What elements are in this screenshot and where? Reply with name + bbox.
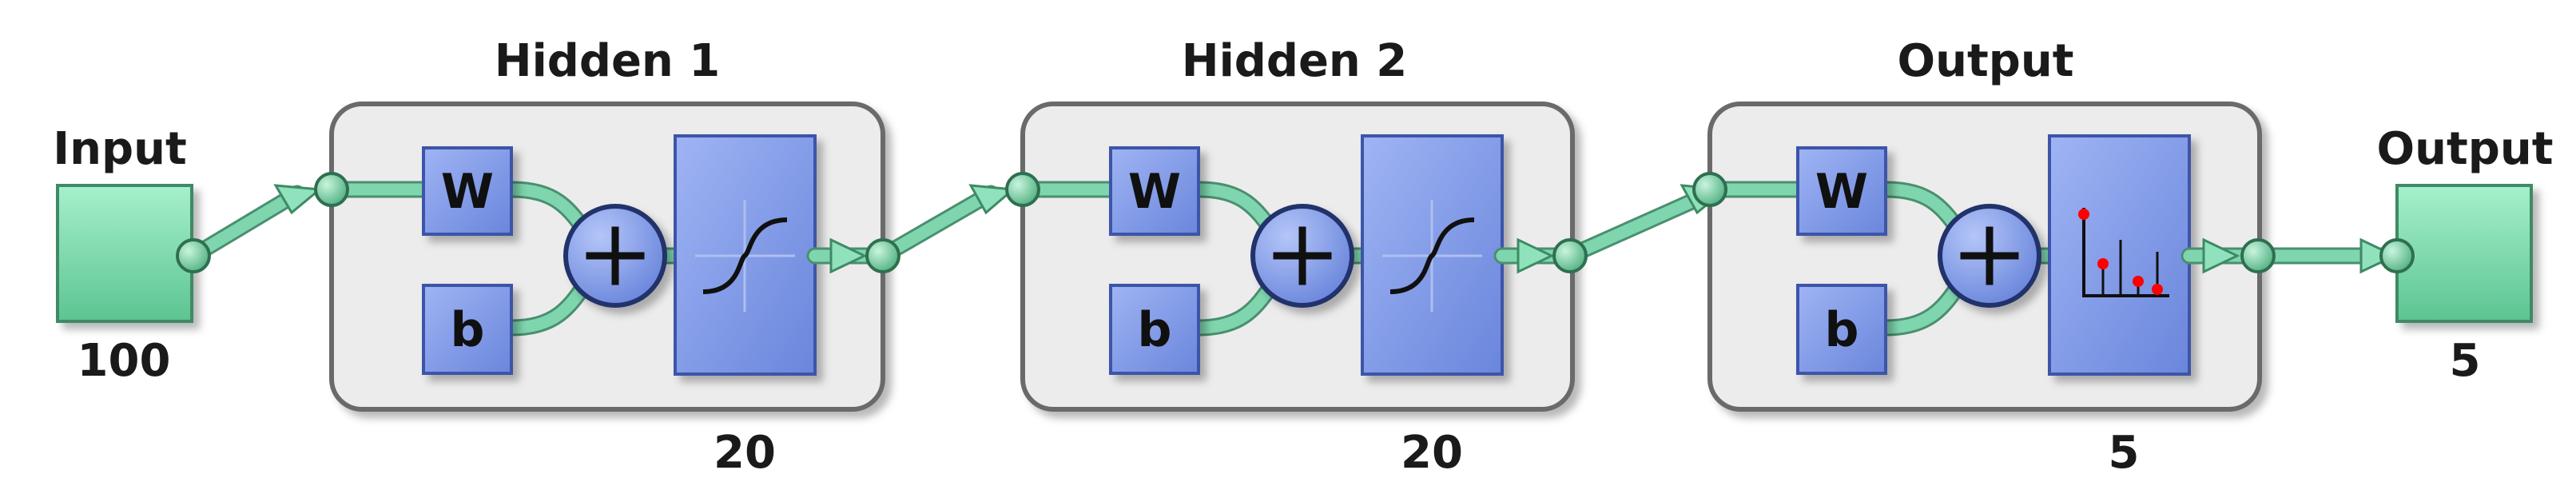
hidden1-in-node xyxy=(314,172,349,207)
arrow-icon xyxy=(1517,237,1555,274)
output-layer-bias-label: b xyxy=(1825,302,1859,358)
sigmoid-icon xyxy=(1361,134,1504,376)
arrow-icon xyxy=(829,237,868,274)
hidden1-title: Hidden 1 xyxy=(495,35,721,87)
input-box xyxy=(56,184,193,323)
output-box xyxy=(2395,184,2533,323)
wire-output-layer-to-output xyxy=(2180,237,2406,274)
hidden2-title: Hidden 2 xyxy=(1182,35,1408,87)
output-layer-size: 5 xyxy=(2109,427,2140,479)
output-layer-title: Output xyxy=(1898,35,2074,87)
arrow-icon xyxy=(968,184,1016,215)
sum-icon xyxy=(1938,204,2041,308)
sum-icon xyxy=(1250,204,1354,308)
hidden2-bias-block xyxy=(1109,284,1200,375)
hidden2-in-node xyxy=(1005,172,1040,207)
softmax-icon xyxy=(2048,134,2191,376)
hidden2-weight-block xyxy=(1109,146,1200,236)
arrow-icon xyxy=(2202,237,2240,274)
hidden1-weight-label: W xyxy=(441,164,494,220)
hidden1-bias-label: b xyxy=(451,302,485,358)
sigmoid-icon xyxy=(674,134,817,376)
hidden1-weight-block xyxy=(422,146,513,236)
input-title: Input xyxy=(53,123,186,175)
output-size: 5 xyxy=(2450,335,2481,387)
hidden1-size: 20 xyxy=(714,427,776,479)
output-layer-in-node xyxy=(1692,172,1727,207)
sum-icon xyxy=(563,204,667,308)
output-layer-out-node xyxy=(2240,238,2276,273)
hidden2-bias-label: b xyxy=(1138,302,1172,358)
arrow-icon xyxy=(2359,237,2398,274)
output-layer-weight-block xyxy=(1796,146,1887,236)
hidden1-bias-block xyxy=(422,284,513,375)
arrow-icon xyxy=(273,184,323,215)
input-node xyxy=(176,238,211,273)
output-layer-weight-label: W xyxy=(1815,164,1868,220)
hidden2-weight-label: W xyxy=(1128,164,1181,220)
output-node xyxy=(2379,238,2415,273)
hidden2-size: 20 xyxy=(1401,427,1463,479)
input-size: 100 xyxy=(78,335,171,387)
output-title: Output xyxy=(2377,123,2554,175)
hidden2-out-node xyxy=(1552,238,1588,273)
output-layer-bias-block xyxy=(1796,284,1887,375)
hidden1-out-node xyxy=(865,238,900,273)
wire-input-to-hidden1 xyxy=(185,184,323,265)
